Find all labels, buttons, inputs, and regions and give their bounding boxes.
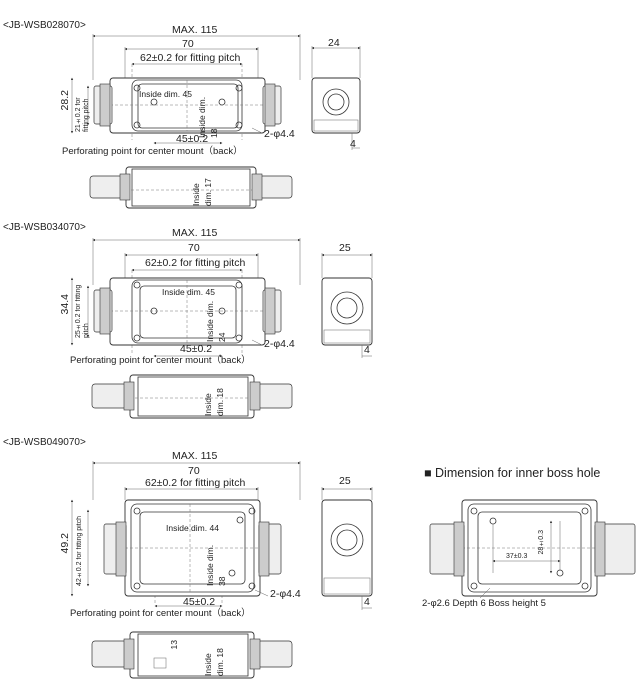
section3-vpitch-dim: 42±0.2 for fitting pitch (76, 515, 83, 586)
section2-height-dim: 34.4 (59, 294, 71, 315)
section1-side-foot: 4 (350, 138, 356, 150)
section2-center-dim: 45±0.2 (180, 343, 213, 355)
section3-side-width: 25 (339, 475, 351, 487)
section3-hole-dim: 2-φ4.4 (270, 588, 301, 600)
section1-front-view (89, 166, 293, 209)
section3-side-foot: 4 (364, 596, 370, 608)
section3-max-dim: MAX. 115 (172, 450, 218, 462)
section3-center-dim: 45±0.2 (183, 596, 216, 608)
section1-center-dim: 45±0.2 (176, 133, 209, 145)
boss-hole-view (429, 499, 636, 599)
section2-front-view (91, 374, 293, 419)
section2-inside-h: Inside dim. 24 (205, 300, 227, 342)
section3-inside-w: Inside dim. 44 (166, 523, 219, 533)
section2-pitch-dim: 62±0.2 for fitting pitch (145, 257, 246, 269)
section2-hole-dim: 2-φ4.4 (264, 338, 295, 350)
section1-hole-dim: 2-φ4.4 (264, 128, 295, 140)
section3-top-view (70, 461, 301, 608)
boss-dim-vertical: 28±0.3 (538, 530, 545, 555)
section3-front-inside: Inside dim. 18 (203, 648, 225, 676)
section1-inside-w: Inside dim. 45 (139, 89, 192, 99)
section1-top-view (70, 34, 301, 145)
section2-vpitch-dim: 25±0.2 for fitting pitch (75, 284, 90, 338)
section2-width-dim: 70 (188, 242, 200, 254)
section1-vpitch-dim: 21±0.2 for fitting pitch (75, 97, 90, 132)
section2-side-foot: 4 (364, 344, 370, 356)
section3-front-13: 13 (169, 640, 179, 650)
section1-side-view (311, 46, 361, 150)
section3-front-view (91, 631, 293, 679)
section1-width-dim: 70 (182, 38, 194, 50)
section2-side-view (321, 253, 373, 358)
section3-perforating-note: Perforating point for center mount（back） (70, 608, 251, 619)
section2-top-view (70, 238, 301, 358)
section3-side-view (321, 487, 373, 610)
section2-front-inside: Inside dim. 18 (203, 388, 225, 416)
section1-side-width: 24 (328, 37, 340, 49)
section1-perforating-note: Perforating point for center mount（back） (62, 146, 243, 157)
section3-inside-h: Inside dim. 38 (205, 544, 227, 586)
section1-model-title: <JB-WSB028070> (3, 20, 86, 31)
section1-pitch-dim: 62±0.2 for fitting pitch (140, 52, 241, 64)
section1-height-dim: 28.2 (59, 90, 71, 111)
section2-model-title: <JB-WSB034070> (3, 222, 86, 233)
section2-side-width: 25 (339, 242, 351, 254)
section2-inside-w: Inside dim. 45 (162, 287, 215, 297)
section1-inside-h: Inside dim. 18 (197, 96, 219, 138)
section2-max-dim: MAX. 115 (172, 227, 218, 239)
boss-dim-horizontal: 37±0.3 (506, 553, 528, 560)
boss-hole-title: ■ Dimension for inner boss hole (424, 466, 601, 480)
section1-max-dim: MAX. 115 (172, 24, 218, 36)
boss-hole-note: 2-φ2.6 Depth 6 Boss height 5 (422, 598, 546, 609)
section3-width-dim: 70 (188, 465, 200, 477)
section1-front-inside: Inside dim. 17 (191, 178, 213, 206)
section2-perforating-note: Perforating point for center mount（back） (70, 355, 251, 366)
section3-pitch-dim: 62±0.2 for fitting pitch (145, 477, 246, 489)
section3-model-title: <JB-WSB049070> (3, 437, 86, 448)
section3-height-dim: 49.2 (59, 533, 71, 554)
